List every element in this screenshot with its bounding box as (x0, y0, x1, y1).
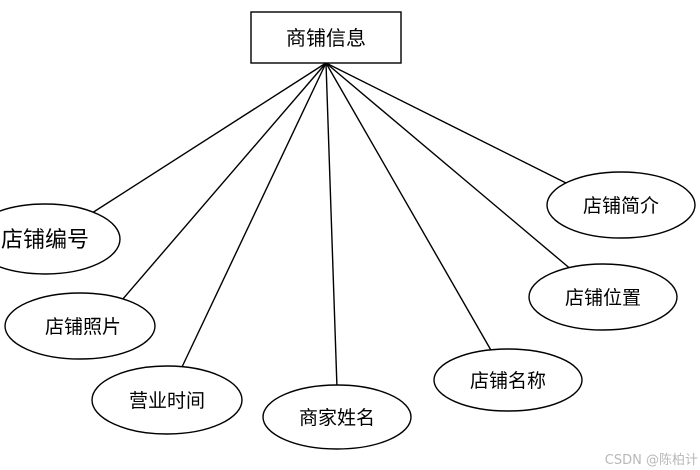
connector-business-hours (181, 62, 327, 368)
attribute-label: 店铺照片 (45, 316, 121, 338)
attribute-label: 营业时间 (129, 390, 205, 412)
attribute-merchant-name: 商家姓名 (262, 384, 412, 450)
attribute-label: 店铺名称 (470, 370, 546, 392)
attribute-ellipse (546, 171, 696, 239)
attribute-shop-id: 店铺编号 (0, 203, 121, 275)
attribute-shop-intro: 店铺简介 (546, 171, 696, 239)
attribute-ellipse (91, 365, 243, 435)
attribute-ellipse (433, 348, 583, 412)
attribute-ellipse (528, 263, 678, 331)
watermark: CSDN @陈柏计 (604, 453, 698, 468)
attribute-label: 店铺位置 (565, 287, 641, 309)
connector-shop-photo (121, 62, 327, 301)
attribute-label: 店铺简介 (583, 195, 659, 217)
entity-label: 商铺信息 (286, 26, 366, 50)
entity-shop-info: 商铺信息 (250, 11, 402, 64)
attribute-ellipse (262, 384, 412, 450)
attribute-ellipse (4, 292, 156, 360)
attribute-label: 店铺编号 (1, 228, 89, 253)
entity-box (250, 11, 402, 64)
connector-shop-intro (325, 62, 571, 186)
attribute-ellipse (0, 203, 121, 275)
attribute-shop-name: 店铺名称 (433, 348, 583, 412)
attribute-business-hours: 营业时间 (91, 365, 243, 435)
connector-merchant-name (325, 62, 338, 389)
connector-shop-name (325, 62, 493, 353)
connector-shop-location (325, 62, 574, 272)
connector-shop-id (91, 62, 327, 214)
connectors (91, 62, 574, 389)
attribute-shop-location: 店铺位置 (528, 263, 678, 331)
attribute-shop-photo: 店铺照片 (4, 292, 156, 360)
attribute-label: 商家姓名 (299, 407, 375, 429)
